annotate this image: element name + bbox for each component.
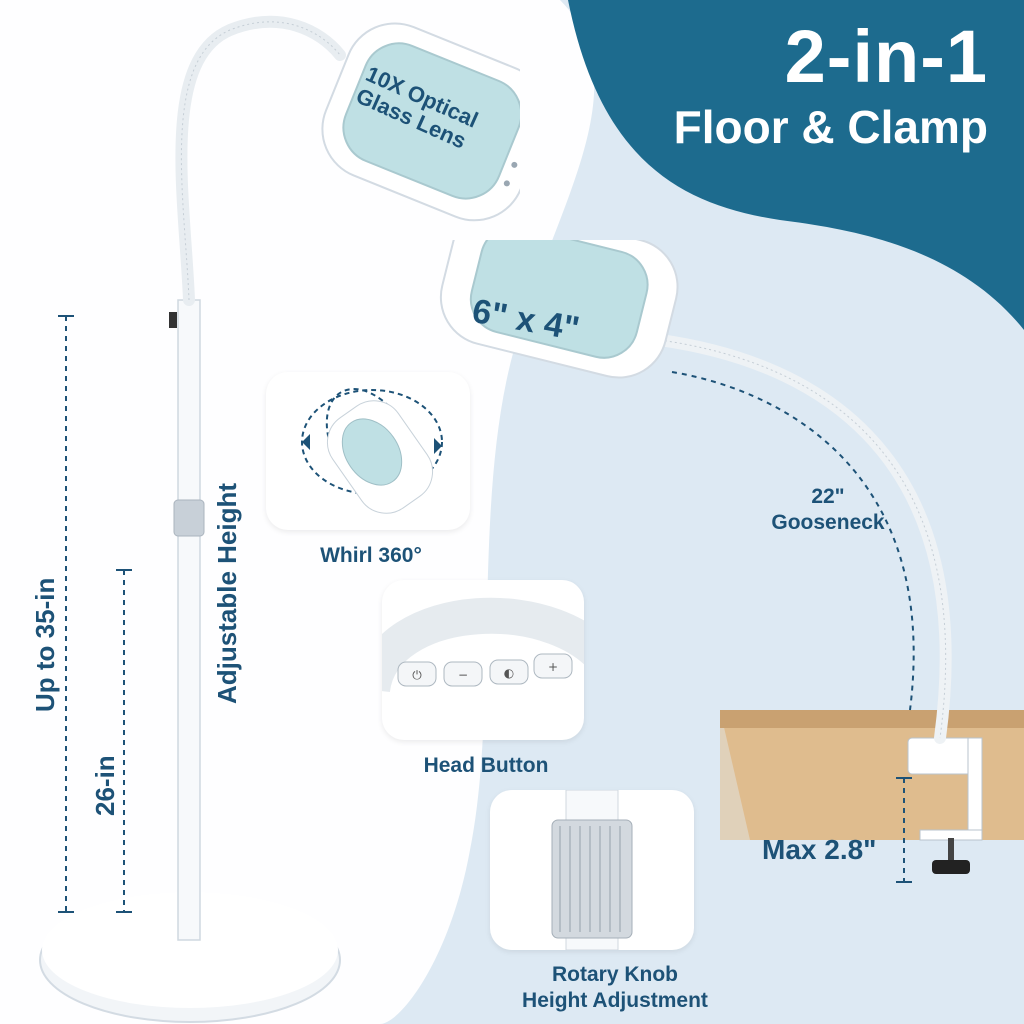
gooseneck-text: Gooseneck <box>771 511 885 534</box>
head-button-card: ⏻ − ◐ + <box>382 580 584 740</box>
head-button-label: Head Button <box>423 754 549 777</box>
rotate-icon <box>301 388 443 514</box>
svg-text:+: + <box>548 660 558 674</box>
adjustable-height-label: Adjustable Height <box>212 482 242 704</box>
svg-text:−: − <box>458 668 468 682</box>
min-height-label: 26-in <box>90 755 120 816</box>
head-button-image: ⏻ − ◐ + <box>382 597 584 694</box>
rotary-knob-line1: Rotary Knob <box>552 963 678 986</box>
rotary-knob-label: Rotary Knob Height Adjustment <box>508 962 722 1014</box>
floor-lamp-image <box>39 15 520 1023</box>
rotary-knob-card <box>490 790 694 950</box>
svg-text:◐: ◐ <box>504 666 514 680</box>
whirl-card <box>266 372 470 530</box>
headline-line2: Floor & Clamp <box>673 101 988 153</box>
gooseneck-length: 22" <box>811 485 845 508</box>
headline-line1: 2-in-1 <box>784 15 988 98</box>
svg-text:⏻: ⏻ <box>412 668 422 682</box>
rotary-knob-image <box>551 790 633 950</box>
gooseneck-label: 22" Gooseneck <box>748 484 908 536</box>
clamp-lamp-image <box>439 240 1024 883</box>
max-height-label: Up to 35-in <box>30 577 60 712</box>
whirl-label: Whirl 360° <box>320 544 422 567</box>
headline: 2-in-1 Floor & Clamp <box>668 14 988 154</box>
rotary-knob-line2: Height Adjustment <box>522 989 708 1012</box>
headline-panel <box>568 0 1024 330</box>
clamp-max-label: Max 2.8" <box>762 834 877 865</box>
